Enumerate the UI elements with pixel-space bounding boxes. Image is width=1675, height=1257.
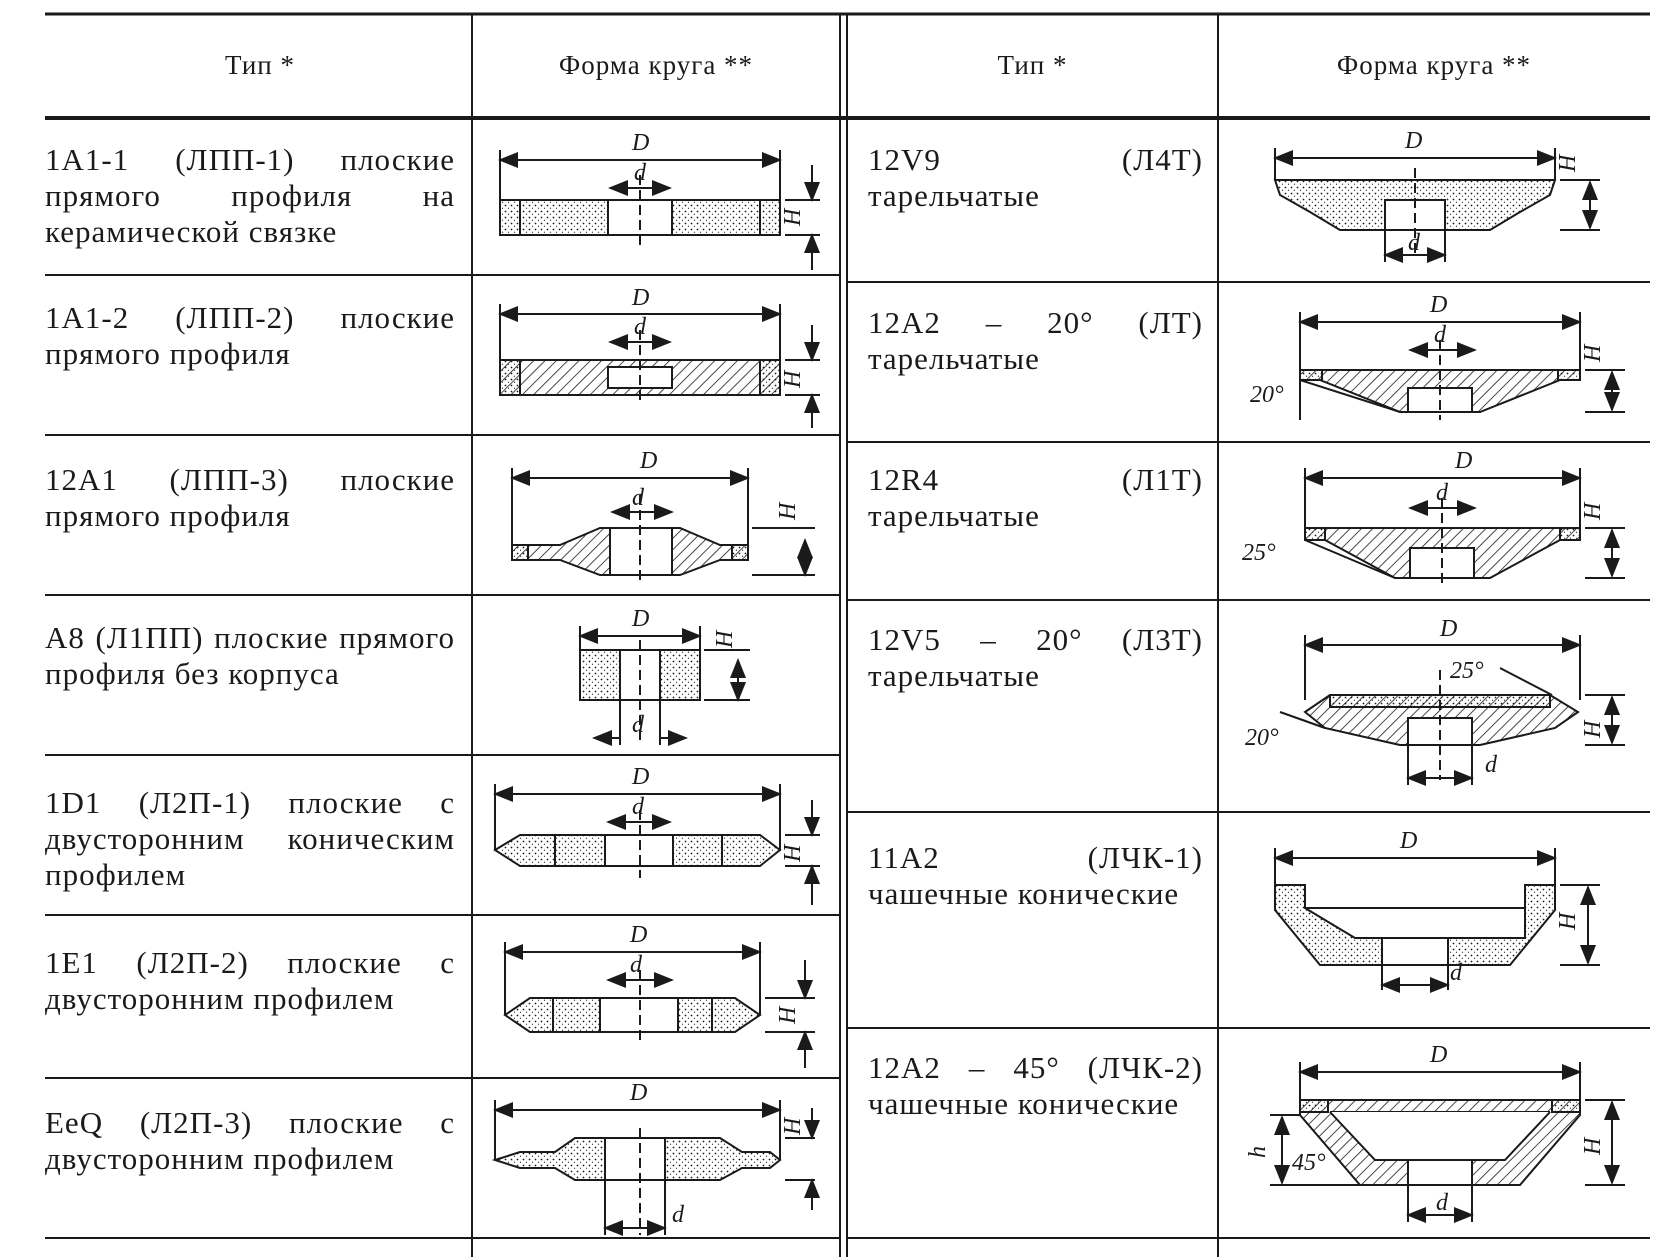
dim-label: d	[632, 712, 645, 738]
dim-label: D	[631, 764, 649, 790]
dim-label: d	[1485, 752, 1498, 778]
type-text-1a1-1: 1A1-1 (ЛПП-1) плоские прямого профиля на…	[45, 142, 455, 249]
type-text-12v9: 12V9 (Л4Т) тарельчатые	[868, 142, 1203, 213]
type-text-1e1: 1E1 (Л2П-2) плоские с двусторонним профи…	[45, 945, 455, 1016]
dim-label: D	[631, 130, 649, 156]
drawing-1e1	[503, 942, 815, 1068]
angle-label: 20°	[1245, 725, 1279, 751]
dim-label: d	[632, 794, 645, 820]
drawing-12v5	[1279, 635, 1625, 786]
type-text-a8: A8 (Л1ПП) плоские прямого профиля без ко…	[45, 620, 455, 691]
dim-label: H	[712, 629, 738, 649]
dim-label: d	[634, 314, 647, 340]
dim-label: d	[1436, 1190, 1449, 1216]
type-text-eeq: EeQ (Л2П-3) плоские с двусторонним профи…	[45, 1105, 455, 1176]
drawing-12a2-20	[1298, 312, 1625, 420]
type-text-12r4: 12R4 (Л1Т) тарельчатые	[868, 462, 1203, 533]
dim-label: H	[780, 207, 806, 227]
dim-label: H	[775, 501, 801, 521]
angle-label: 20°	[1250, 382, 1284, 408]
dim-label: d	[672, 1202, 685, 1228]
dim-label: H	[775, 1005, 801, 1025]
type-text-1a1-2: 1A1-2 (ЛПП-2) плоские прямого профиля	[45, 300, 455, 371]
dim-label: H	[780, 369, 806, 389]
drawing-12a1	[510, 468, 815, 585]
dim-label: H	[1580, 343, 1606, 363]
dim-label: H	[780, 843, 806, 863]
angle-label: 45°	[1292, 1150, 1326, 1176]
dim-label: d	[634, 160, 647, 186]
dim-label: D	[631, 606, 649, 632]
dim-label: d	[1450, 960, 1463, 986]
dim-label: D	[639, 448, 657, 474]
dim-label: D	[629, 922, 647, 948]
dim-label: D	[1404, 128, 1422, 154]
dim-label: d	[630, 952, 643, 978]
angle-label: 25°	[1242, 540, 1276, 566]
dim-label: D	[631, 285, 649, 311]
dim-label: H	[1580, 501, 1606, 521]
dim-label: d	[632, 485, 645, 511]
dim-label: H	[1580, 1136, 1606, 1156]
drawing-1d1	[493, 784, 820, 905]
type-text-12a2-45: 12A2 – 45° (ЛЧК-2) чашечные конические	[868, 1050, 1203, 1121]
drawing-11a2	[1273, 848, 1600, 993]
dim-label: D	[1439, 616, 1457, 642]
dim-label: H	[1555, 153, 1581, 173]
type-text-1d1: 1D1 (Л2П-1) плоские с двусторонним конич…	[45, 785, 455, 892]
dim-label: D	[1429, 1042, 1447, 1068]
drawing-1a1-1	[498, 150, 820, 270]
type-text-12a2-20: 12A2 – 20° (ЛТ) тарельчатые	[868, 305, 1203, 376]
drawing-a8	[578, 626, 750, 746]
dim-label: d	[1434, 322, 1447, 348]
drawing-eeq	[491, 1100, 820, 1236]
drawing-12a2-45	[1270, 1062, 1625, 1223]
dim-label: d	[1408, 230, 1421, 256]
header-type-right: Тип *	[997, 50, 1068, 80]
type-text-12v5: 12V5 – 20° (Л3Т) тарельчатые	[868, 622, 1203, 693]
type-text-12a1: 12A1 (ЛПП-3) плоские прямого профиля	[45, 462, 455, 533]
dim-label: D	[629, 1080, 647, 1106]
header-shape-right: Форма круга **	[1336, 50, 1532, 80]
dim-label: D	[1454, 448, 1472, 474]
angle-label: 25°	[1450, 658, 1484, 684]
dim-label: h	[1245, 1146, 1271, 1158]
dim-label: D	[1429, 292, 1447, 318]
dim-label: D	[1399, 828, 1417, 854]
header-type-left: Тип *	[225, 50, 295, 80]
dim-label: d	[1436, 480, 1449, 506]
drawing-12v9	[1273, 148, 1600, 263]
drawing-12r4	[1303, 468, 1625, 585]
dim-label: H	[780, 1116, 806, 1136]
dim-label: H	[1555, 911, 1581, 931]
drawing-1a1-2	[498, 304, 820, 428]
header-shape-left: Форма круга **	[558, 50, 754, 80]
type-text-11a2: 11A2 (ЛЧК-1) чашечные конические	[868, 840, 1203, 911]
dim-label: H	[1580, 719, 1606, 739]
